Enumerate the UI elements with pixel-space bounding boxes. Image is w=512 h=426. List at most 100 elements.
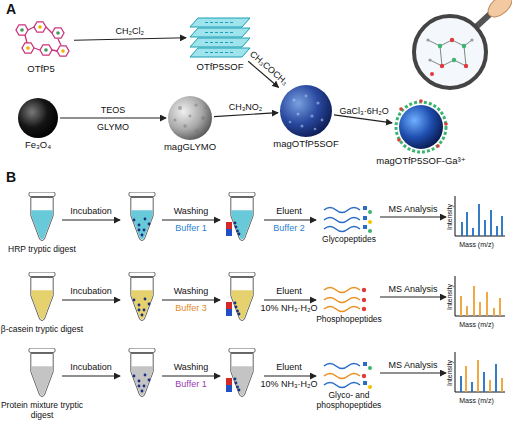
node-label: magOTfP5SOF-Ga³⁺: [376, 156, 465, 166]
workflow-row: [455, 276, 505, 316]
workflow-row: [226, 302, 232, 309]
surface-texture: [183, 124, 186, 127]
edge-label: MS Analysis: [388, 360, 437, 370]
workflow-row: [138, 224, 141, 227]
magnifier: [462, 44, 466, 48]
workflow-row: [460, 376, 462, 392]
workflow-row: [226, 378, 232, 385]
workflow-row: [493, 308, 495, 316]
workflow-row: [363, 206, 372, 233]
workflow-row: [226, 229, 232, 236]
reaction-arrow: [380, 216, 446, 217]
buffer-label: Buffer 2: [273, 223, 304, 233]
workflow-row: [490, 210, 492, 236]
surface-texture: [174, 119, 177, 122]
workflow-row: [143, 309, 146, 312]
workflow-row: [129, 348, 155, 397]
workflow-row: [133, 298, 151, 317]
step-label: Eluent: [276, 286, 302, 296]
workflow-row: [483, 372, 485, 392]
workflow-row: [461, 360, 502, 392]
magnifier: [438, 44, 442, 48]
pore-texture: [310, 114, 313, 117]
node-label: Fe₃O₄: [25, 140, 51, 150]
workflow-row: [138, 385, 141, 388]
workflow-row: [162, 375, 220, 376]
magnifier: [428, 40, 472, 66]
magnifier: [414, 16, 486, 88]
workflow-row: [234, 222, 237, 225]
surface-texture: [174, 103, 208, 133]
otfp5sof-framework: [205, 23, 235, 53]
workflow-row: [141, 234, 144, 237]
magnifier: [450, 38, 454, 42]
workflow-row: [362, 307, 366, 311]
framework-node: OTfP5SOF: [188, 14, 252, 60]
step-label: Washing: [174, 206, 209, 216]
workflow-row: [477, 360, 479, 392]
workflow-row: [141, 390, 144, 393]
workflow-row: [148, 303, 151, 306]
magnifier: [452, 58, 456, 62]
workflow-row: [324, 227, 360, 232]
edge-label: TEOS: [101, 105, 126, 115]
magnifier: [428, 58, 431, 61]
workflow-row: [226, 309, 232, 316]
otfp5-molecules: [16, 25, 28, 35]
otfp5-molecules: [52, 28, 64, 38]
workflow-row: [148, 223, 151, 226]
workflow-row: [234, 378, 241, 392]
ga-ions: [399, 107, 403, 111]
workflow-row: [129, 192, 155, 241]
step-label: Washing: [174, 362, 209, 372]
magnifier: [430, 60, 466, 66]
workflow-row: [29, 348, 55, 397]
workflow-row: [264, 219, 316, 220]
workflow-row: [324, 364, 360, 369]
workflow-row: [472, 228, 474, 236]
workflow-row: [62, 299, 120, 300]
buffer-label: 10% NH₃·H₂O: [260, 379, 317, 389]
fe3o4-sphere: [18, 98, 58, 138]
otfp5-molecules: [40, 45, 52, 55]
peptide-group: Glycopeptides: [320, 202, 378, 232]
workflow-row: [324, 364, 360, 388]
workflow-row: [368, 210, 372, 214]
atom-dots: [61, 49, 65, 53]
reagent-label: GLYMO: [97, 122, 129, 132]
workflow-row: [324, 288, 360, 293]
step-label: Eluent: [276, 362, 302, 372]
workflow-row: [29, 192, 55, 241]
workflow-row: [144, 374, 147, 377]
workflow-row: [484, 220, 486, 236]
magnifier: [470, 38, 473, 41]
atom-dots: [38, 25, 42, 29]
reaction-arrow: [380, 372, 446, 373]
reaction-arrow: [380, 296, 446, 297]
workflow-row: [466, 306, 468, 316]
edge-label: MS Analysis: [388, 204, 437, 214]
workflow-row: [238, 313, 241, 316]
step-label: Incubation: [70, 362, 112, 372]
workflow-row: [133, 219, 136, 222]
edge-label: GaCl₃·6H₂O: [340, 106, 389, 116]
workflow-row: [362, 298, 366, 302]
ga-ions: [444, 122, 448, 126]
pore-texture: [321, 119, 324, 122]
magnifier: [426, 38, 473, 61]
surface-texture: [178, 106, 182, 110]
workflow-row: [129, 272, 155, 321]
workflow-row: [489, 380, 491, 392]
axis-label: Intensity: [446, 360, 454, 386]
workflow-row: [226, 222, 232, 229]
step-label: Incubation: [70, 286, 112, 296]
workflow-row: [138, 304, 141, 307]
workflow-row: [238, 389, 241, 392]
pore-texture: [305, 95, 308, 98]
reaction-arrow: [214, 113, 278, 117]
buffer-label: Buffer 1: [175, 223, 206, 233]
magnifier: [464, 64, 468, 68]
sample-tube: β-casein tryptic digest: [28, 272, 56, 322]
axis-label: Intensity: [446, 284, 454, 310]
surface-texture: [194, 103, 197, 106]
